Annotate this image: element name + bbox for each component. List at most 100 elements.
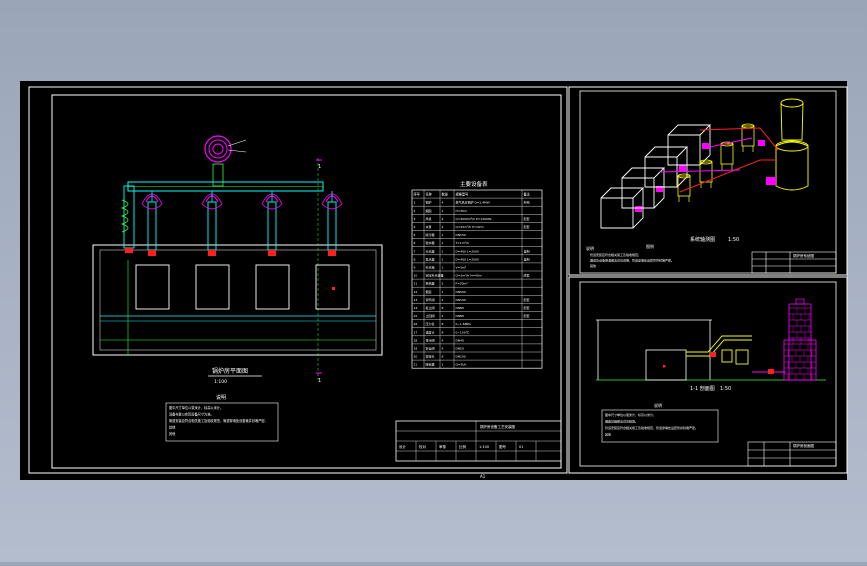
table-cell: 4 (414, 225, 416, 229)
section-fan (735, 349, 749, 365)
table-cell: 风机 (426, 216, 432, 221)
table-header-cell: 备注 (524, 192, 531, 197)
table-cell: 0~1.6MPa (456, 322, 471, 326)
system-notes-lines: 管道安装应符合相关施工及验收规范。烟道及设备保温做法详见说明，管道穿墙处设套管并… (590, 252, 674, 268)
plan-left-riser (120, 185, 135, 253)
system-notes-title: 说明 (586, 245, 594, 251)
iso-burner (679, 165, 686, 171)
table-cell: 1 (442, 266, 444, 270)
title-block-cell: 1:100 (479, 445, 489, 449)
table-cell: 除污器 (426, 232, 435, 237)
iso-pipe (704, 137, 753, 149)
table-cell: DN100 (456, 298, 466, 302)
plan-notes: 说明 图中尺寸单位以毫米计，标高以米计。设备布置以实际设备尺寸为准。管道安装应符… (165, 394, 279, 442)
plan-red-valve (148, 250, 156, 256)
table-cell: Q=2m³/h H=40m (456, 274, 482, 278)
table-cell: 4 (442, 314, 444, 318)
table-cell: 温度计 (426, 329, 435, 334)
table-cell: D=400 L=2000 (456, 257, 479, 261)
section-fan (721, 349, 733, 363)
system-note-line: 管道安装应符合相关施工及验收规范。 (590, 252, 641, 257)
plan-building-inner-wall (99, 249, 377, 351)
table-cell: 13 (414, 298, 418, 302)
chimney-base-top (775, 140, 809, 152)
table-cell: 集水器 (426, 256, 435, 261)
table-cell: DN100 (456, 355, 466, 359)
table-cell: 7 (414, 249, 416, 253)
section-marker-bottom: 1 (318, 378, 321, 384)
iso-tank (677, 175, 691, 197)
table-cell: 排污阀 (426, 337, 435, 342)
system-title-block-frame (751, 251, 837, 274)
iso-boiler (621, 167, 666, 209)
section-sheet-inner-frame (579, 281, 837, 467)
chimney-core (212, 143, 224, 155)
table-cell: Q=25m³/h H=32m (456, 225, 484, 229)
table-cell: 4 (442, 217, 444, 221)
table-header-cell: 名称 (426, 192, 433, 197)
table-cell: 补水箱 (426, 265, 435, 270)
model-space-background (20, 81, 847, 480)
section-boiler (645, 349, 687, 381)
section-note-line: 图中尺寸单位以毫米计，标高以米计。 (605, 412, 656, 417)
iso-fan (766, 177, 776, 185)
table-cell: 烟囱 (426, 208, 432, 213)
table-cell: 配套 (524, 305, 530, 310)
iso-tank-legs (742, 146, 754, 152)
table-cell: 安全阀 (426, 346, 435, 351)
section-flue (686, 335, 786, 374)
table-cell: 17 (414, 330, 418, 334)
system-sheet-inner-frame (579, 90, 837, 274)
table-cell: Q=4000m³/h P=1200Pa (456, 217, 492, 221)
title-block-cell: 图号 (499, 444, 507, 449)
plan-red-valve (328, 250, 336, 256)
system-note-line: 烟道及设备保温做法详见说明，管道穿墙处设套管并封堵严密。 (590, 258, 674, 263)
chimney-outer-ring (204, 135, 232, 163)
iso-fan (758, 140, 765, 146)
section-note-line: 其他 (605, 432, 611, 437)
iso-chimney (775, 98, 809, 191)
iso-piping (659, 127, 779, 193)
table-cell: D=400 L=2000 (456, 249, 479, 253)
system-title-block: 锅炉房系统图 (751, 251, 837, 274)
table-cell: 15 (414, 314, 418, 318)
section-red-marker (663, 365, 666, 368)
table-cell: 4 (442, 347, 444, 351)
plan-scale: 1:100 (214, 379, 227, 385)
plan-markers: 1 1 (316, 159, 335, 384)
plan-flue-elbow (201, 193, 223, 210)
table-cell: 4 (442, 338, 444, 342)
table-cell: 8 (442, 322, 444, 326)
title-block-cell: 校对 (419, 444, 427, 449)
table-cell: 外购 (524, 200, 530, 205)
plan-red-valve (208, 250, 216, 256)
iso-tank-legs (678, 196, 690, 202)
chimney-inner-ring (208, 139, 228, 159)
iso-flue-main (699, 127, 779, 151)
plan-flue-elbow (141, 193, 163, 210)
table-cell: 1 (442, 209, 444, 213)
table-cell: H=30m (456, 209, 468, 213)
section-red-valve (710, 352, 716, 357)
table-cell: 软接头 (426, 354, 435, 359)
table-cell: 止回阀 (426, 313, 435, 318)
plan-red-valve (268, 250, 276, 256)
table-cell: 3 (414, 217, 416, 221)
table-cell: 9 (414, 266, 416, 270)
title-block-cell: 比例 (459, 444, 467, 449)
table-cell: 12 (414, 290, 418, 294)
table-cell: 配套 (524, 313, 530, 318)
table-cell: 21 (414, 363, 418, 367)
table-title: 主要设备表 (460, 180, 488, 188)
plan-boilers (135, 191, 350, 310)
table-cell: 配套 (524, 297, 530, 302)
chimney-stack (780, 102, 804, 141)
title-block-cell: 01 (519, 445, 523, 449)
chimney-cap (795, 298, 805, 305)
table-cell: 压力表 (426, 321, 435, 326)
table-cell: 燃气热水锅炉 Q=1.4MW (456, 200, 490, 205)
